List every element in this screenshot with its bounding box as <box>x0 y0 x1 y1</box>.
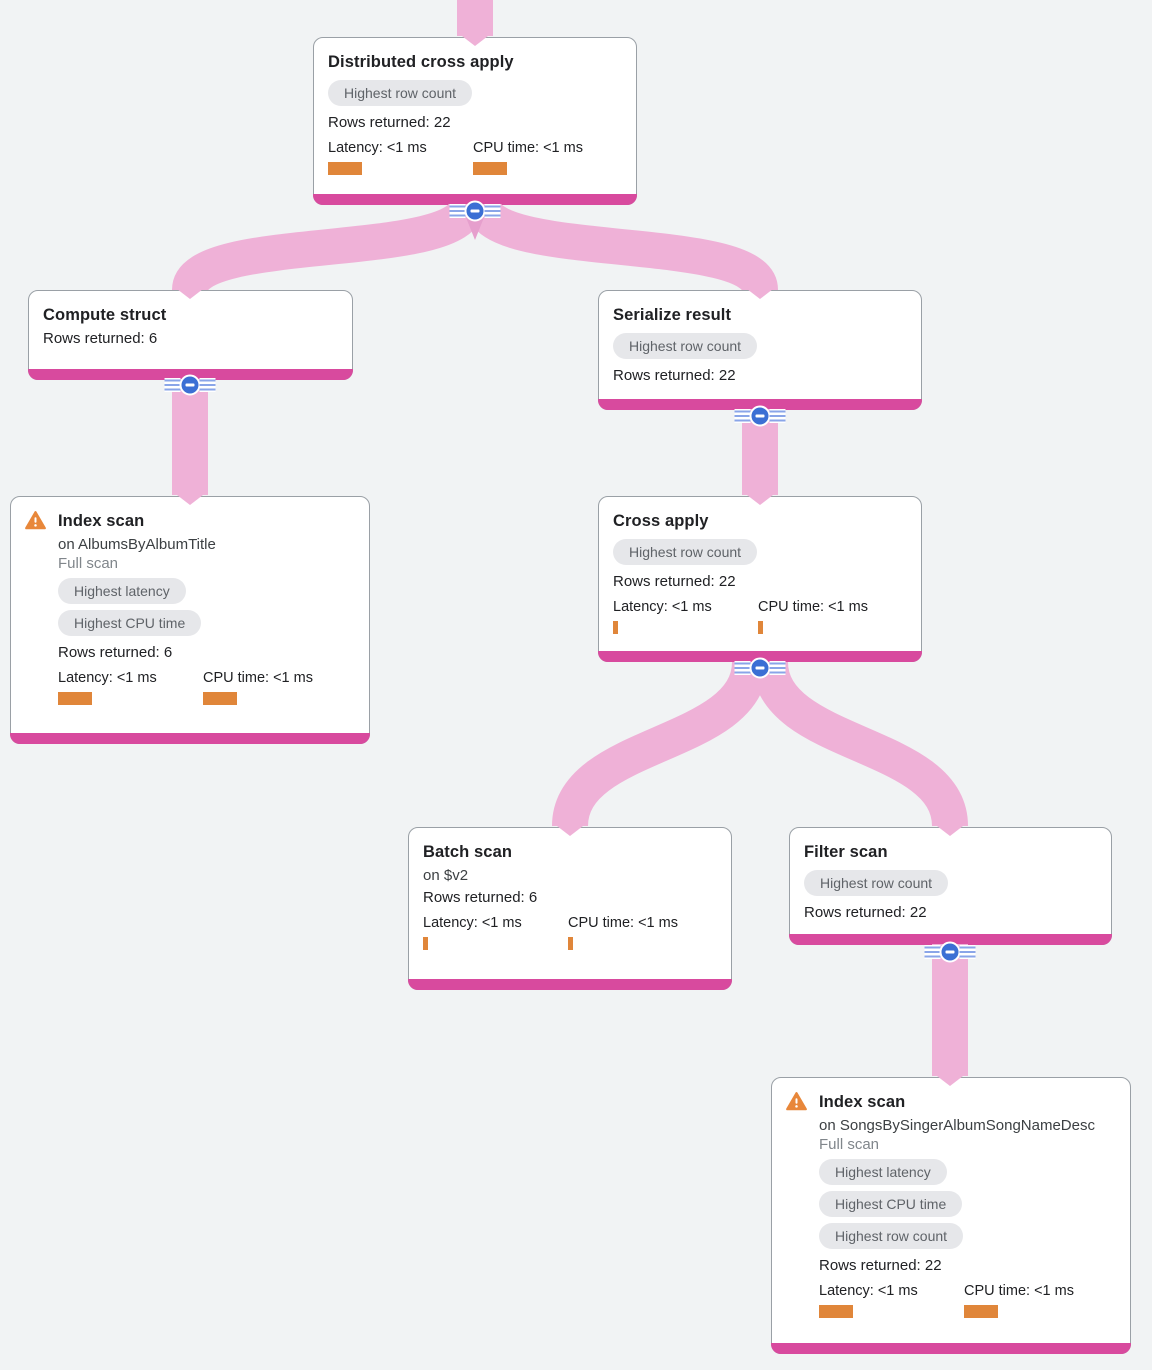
latency-bar <box>819 1305 853 1318</box>
warning-icon <box>25 511 46 535</box>
badge-highest-cpu-time: Highest CPU time <box>819 1191 963 1217</box>
latency-bar <box>613 621 618 634</box>
link-cross-apply-to-filter-scan <box>752 660 968 828</box>
warning-icon <box>786 1092 807 1116</box>
node-accent-bar <box>313 194 637 205</box>
link-cross-apply-to-batch-scan <box>552 660 768 828</box>
node-accent-bar <box>10 733 370 744</box>
latency-bar <box>328 162 362 175</box>
cpu-time-bar <box>203 692 237 705</box>
rows-returned-label: Rows returned: 6 <box>423 889 538 906</box>
badge-highest-row-count: Highest row count <box>328 80 473 106</box>
link-distributed-cross-apply-to-compute-struct <box>172 199 485 295</box>
node-title: Filter scan <box>804 843 888 861</box>
cpu-time-metric: CPU time: <1 ms <box>568 915 713 950</box>
rows-returned-label: Rows returned: 22 <box>819 1257 942 1274</box>
node-accent-bar <box>771 1343 1131 1354</box>
node-title: Batch scan <box>423 843 513 861</box>
badge-highest-latency: Highest latency <box>819 1159 947 1185</box>
cpu-time-metric: CPU time: <1 ms <box>203 670 348 705</box>
plan-node-serialize-result[interactable]: Serialize result Highest row count Rows … <box>598 290 922 410</box>
collapse-button-cross-apply[interactable] <box>734 657 786 679</box>
rows-returned-label: Rows returned: 6 <box>43 330 158 347</box>
link-stripe-right <box>484 205 501 217</box>
node-target: on $v2 <box>423 867 469 884</box>
node-accent-bar <box>789 934 1112 945</box>
node-title: Serialize result <box>613 306 732 324</box>
node-accent-bar <box>408 979 732 990</box>
latency-metric: Latency: <1 ms <box>819 1283 964 1318</box>
latency-metric: Latency: <1 ms <box>58 670 203 705</box>
cpu-time-metric: CPU time: <1 ms <box>758 599 903 634</box>
node-title: Index scan <box>58 512 145 530</box>
cpu-time-bar <box>568 937 573 950</box>
plan-node-index-scan-songs[interactable]: Index scan on SongsBySingerAlbumSongName… <box>771 1077 1131 1354</box>
link-distributed-cross-apply-to-serialize-result <box>465 199 778 295</box>
plan-node-batch-scan[interactable]: Batch scan on $v2 Rows returned: 6 Laten… <box>408 827 732 990</box>
latency-metric: Latency: <1 ms <box>328 140 473 175</box>
rows-returned-label: Rows returned: 22 <box>613 573 736 590</box>
badge-highest-row-count: Highest row count <box>613 333 758 359</box>
collapse-minus-icon <box>464 200 486 222</box>
link-stripe-left <box>734 410 751 422</box>
plan-node-index-scan-albums[interactable]: Index scan on AlbumsByAlbumTitle Full sc… <box>10 496 370 744</box>
latency-metric: Latency: <1 ms <box>613 599 758 634</box>
collapse-minus-icon <box>749 657 771 679</box>
node-title: Compute struct <box>43 306 167 324</box>
link-stripe-right <box>769 410 786 422</box>
link-stripe-left <box>734 662 751 674</box>
collapse-button-compute-struct[interactable] <box>164 374 216 396</box>
badge-highest-row-count: Highest row count <box>819 1223 964 1249</box>
link-stripe-left <box>164 379 181 391</box>
latency-bar <box>423 937 428 950</box>
link-stripe-right <box>959 946 976 958</box>
link-stripe-right <box>769 662 786 674</box>
node-scan-type: Full scan <box>58 555 119 572</box>
node-title: Index scan <box>819 1093 906 1111</box>
plan-node-filter-scan[interactable]: Filter scan Highest row count Rows retur… <box>789 827 1112 945</box>
node-target: on AlbumsByAlbumTitle <box>58 536 216 553</box>
cpu-time-metric: CPU time: <1 ms <box>473 140 618 175</box>
latency-metric: Latency: <1 ms <box>423 915 568 950</box>
collapse-button-distributed-cross-apply[interactable] <box>449 200 501 222</box>
link-stripe-left <box>449 205 466 217</box>
collapse-minus-icon <box>939 941 961 963</box>
collapse-minus-icon <box>749 405 771 427</box>
cpu-time-bar <box>758 621 763 634</box>
plan-node-distributed-cross-apply[interactable]: Distributed cross apply Highest row coun… <box>313 37 637 205</box>
plan-node-cross-apply[interactable]: Cross apply Highest row count Rows retur… <box>598 496 922 662</box>
badge-highest-row-count: Highest row count <box>804 870 949 896</box>
rows-returned-label: Rows returned: 22 <box>613 367 736 384</box>
badge-highest-latency: Highest latency <box>58 578 186 604</box>
node-title: Cross apply <box>613 512 709 530</box>
node-accent-bar <box>598 651 922 662</box>
collapse-button-filter-scan[interactable] <box>924 941 976 963</box>
plan-node-compute-struct[interactable]: Compute struct Rows returned: 6 <box>28 290 353 380</box>
badge-highest-cpu-time: Highest CPU time <box>58 610 202 636</box>
node-target: on SongsBySingerAlbumSongNameDesc <box>819 1117 1095 1134</box>
rows-returned-label: Rows returned: 22 <box>328 114 451 131</box>
cpu-time-bar <box>964 1305 998 1318</box>
node-scan-type: Full scan <box>819 1136 880 1153</box>
badge-highest-row-count: Highest row count <box>613 539 758 565</box>
link-stripe-right <box>199 379 216 391</box>
link-stripe-left <box>924 946 941 958</box>
latency-bar <box>58 692 92 705</box>
cpu-time-metric: CPU time: <1 ms <box>964 1283 1109 1318</box>
node-title: Distributed cross apply <box>328 53 514 71</box>
collapse-button-serialize-result[interactable] <box>734 405 786 427</box>
collapse-minus-icon <box>179 374 201 396</box>
rows-returned-label: Rows returned: 6 <box>58 644 173 661</box>
node-accent-bar <box>598 399 922 410</box>
rows-returned-label: Rows returned: 22 <box>804 904 927 921</box>
cpu-time-bar <box>473 162 507 175</box>
